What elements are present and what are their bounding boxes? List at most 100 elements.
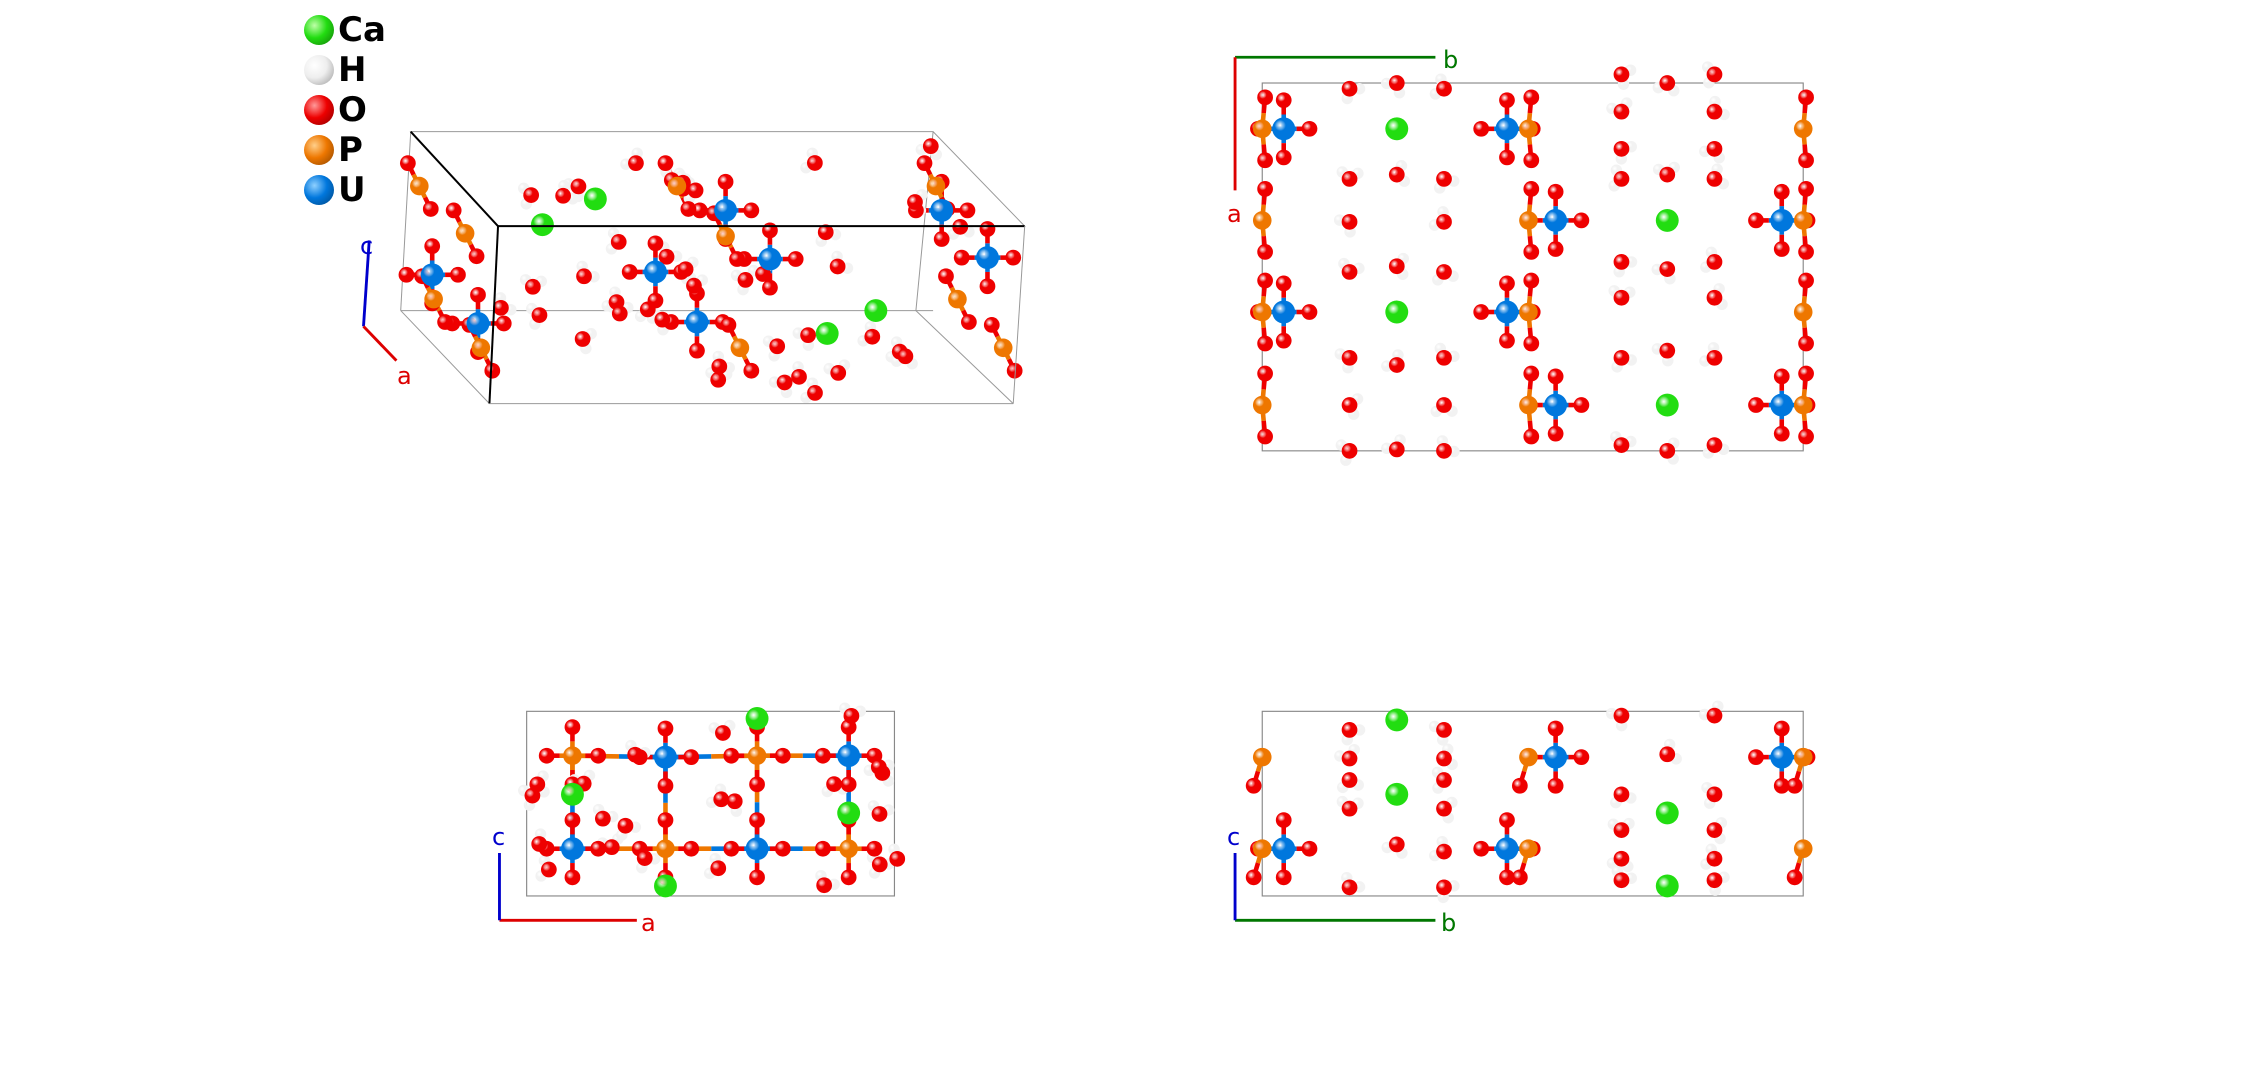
- o-atom: [564, 812, 581, 828]
- o-ball-icon: [304, 95, 334, 125]
- o-atom: [564, 719, 581, 735]
- o-atom: [683, 749, 700, 765]
- o-atom: [1773, 183, 1790, 200]
- o-atom: [774, 747, 791, 764]
- o-atom: [399, 155, 416, 172]
- axis-label-c: c: [1227, 823, 1241, 851]
- o-atom: [657, 777, 674, 794]
- ca-atom: [530, 213, 554, 237]
- o-atom: [922, 138, 939, 155]
- o-atom: [864, 328, 881, 345]
- legend-label: Ca: [338, 10, 386, 50]
- o-atom: [1773, 425, 1790, 442]
- o-atom: [1341, 349, 1358, 366]
- ca-atom: [1385, 782, 1409, 806]
- u-atom: [420, 263, 444, 287]
- o-atom: [1706, 254, 1723, 270]
- o-atom: [1706, 707, 1723, 724]
- o-atom: [445, 202, 462, 219]
- o-atom: [1798, 152, 1814, 169]
- o-atom: [658, 248, 675, 265]
- u-atom: [466, 312, 490, 335]
- o-atom: [726, 793, 743, 810]
- o-atom: [830, 365, 847, 381]
- o-atom: [1798, 428, 1814, 445]
- o-atom: [1547, 720, 1564, 737]
- o-atom: [1659, 75, 1676, 91]
- o-atom: [1436, 442, 1452, 459]
- legend-item-u: U: [304, 170, 386, 210]
- p-ball-icon: [304, 135, 334, 165]
- o-atom: [468, 248, 485, 265]
- view-along-a: [1233, 700, 1816, 922]
- legend-item-ca: Ca: [304, 10, 386, 50]
- o-atom: [470, 286, 486, 303]
- p-atom: [993, 338, 1013, 358]
- o-atom: [654, 311, 671, 328]
- o-atom: [1341, 442, 1358, 459]
- o-atom: [398, 266, 415, 283]
- legend-item-h: H: [304, 50, 386, 90]
- o-atom: [1341, 397, 1358, 413]
- o-atom: [1773, 241, 1790, 257]
- o-atom: [1748, 212, 1764, 229]
- o-atom: [1798, 272, 1814, 289]
- o-atom: [1499, 812, 1515, 828]
- ca-atom: [1385, 708, 1409, 732]
- p-atom: [656, 839, 675, 859]
- o-atom: [524, 278, 541, 295]
- o-atom: [1301, 304, 1318, 320]
- o-atom: [743, 202, 760, 219]
- o-atom: [710, 860, 727, 877]
- u-atom: [930, 198, 954, 222]
- o-atom: [1436, 750, 1452, 767]
- o-atom: [1005, 249, 1022, 266]
- o-atom: [897, 348, 914, 365]
- o-atom: [495, 315, 512, 332]
- o-atom: [1706, 171, 1723, 187]
- o-atom: [720, 317, 737, 333]
- axis-label-b: b: [1443, 46, 1459, 74]
- p-atom: [1519, 211, 1538, 230]
- o-atom: [1436, 397, 1452, 413]
- p-atom: [1519, 302, 1538, 322]
- o-atom: [715, 725, 731, 741]
- o-atom: [1613, 289, 1630, 306]
- o-atom: [484, 362, 501, 379]
- p-atom: [1793, 211, 1813, 230]
- o-atom: [1301, 840, 1318, 857]
- o-atom: [576, 268, 592, 285]
- o-atom: [1706, 437, 1723, 453]
- o-atom: [1388, 357, 1405, 373]
- o-atom: [1473, 120, 1490, 137]
- cell-edge: [1012, 226, 1026, 404]
- o-atom: [723, 840, 740, 857]
- o-atom: [1275, 812, 1292, 828]
- element-legend: Ca H O P U: [304, 10, 386, 210]
- o-atom: [611, 305, 628, 322]
- view-along-c: [1233, 55, 1816, 466]
- ca-atom: [1385, 117, 1409, 141]
- o-atom: [743, 362, 760, 379]
- p-atom: [563, 746, 582, 765]
- o-atom: [870, 759, 887, 775]
- o-atom: [493, 299, 509, 316]
- o-atom: [1573, 749, 1590, 765]
- u-atom: [976, 246, 999, 270]
- o-atom: [1388, 258, 1405, 275]
- o-atom: [840, 869, 857, 886]
- o-atom: [1613, 707, 1630, 724]
- o-atom: [1436, 722, 1452, 738]
- unit-cell: [1261, 710, 1804, 897]
- o-atom: [1613, 822, 1630, 838]
- o-atom: [1473, 840, 1490, 857]
- o-atom: [603, 839, 620, 856]
- o-atom: [907, 194, 923, 210]
- p-atom: [839, 839, 858, 859]
- o-atom: [1436, 264, 1452, 280]
- axis-label-a: a: [641, 909, 656, 937]
- o-atom: [1523, 428, 1540, 445]
- o-atom: [686, 277, 702, 294]
- u-atom: [1770, 208, 1794, 232]
- o-atom: [1706, 822, 1723, 838]
